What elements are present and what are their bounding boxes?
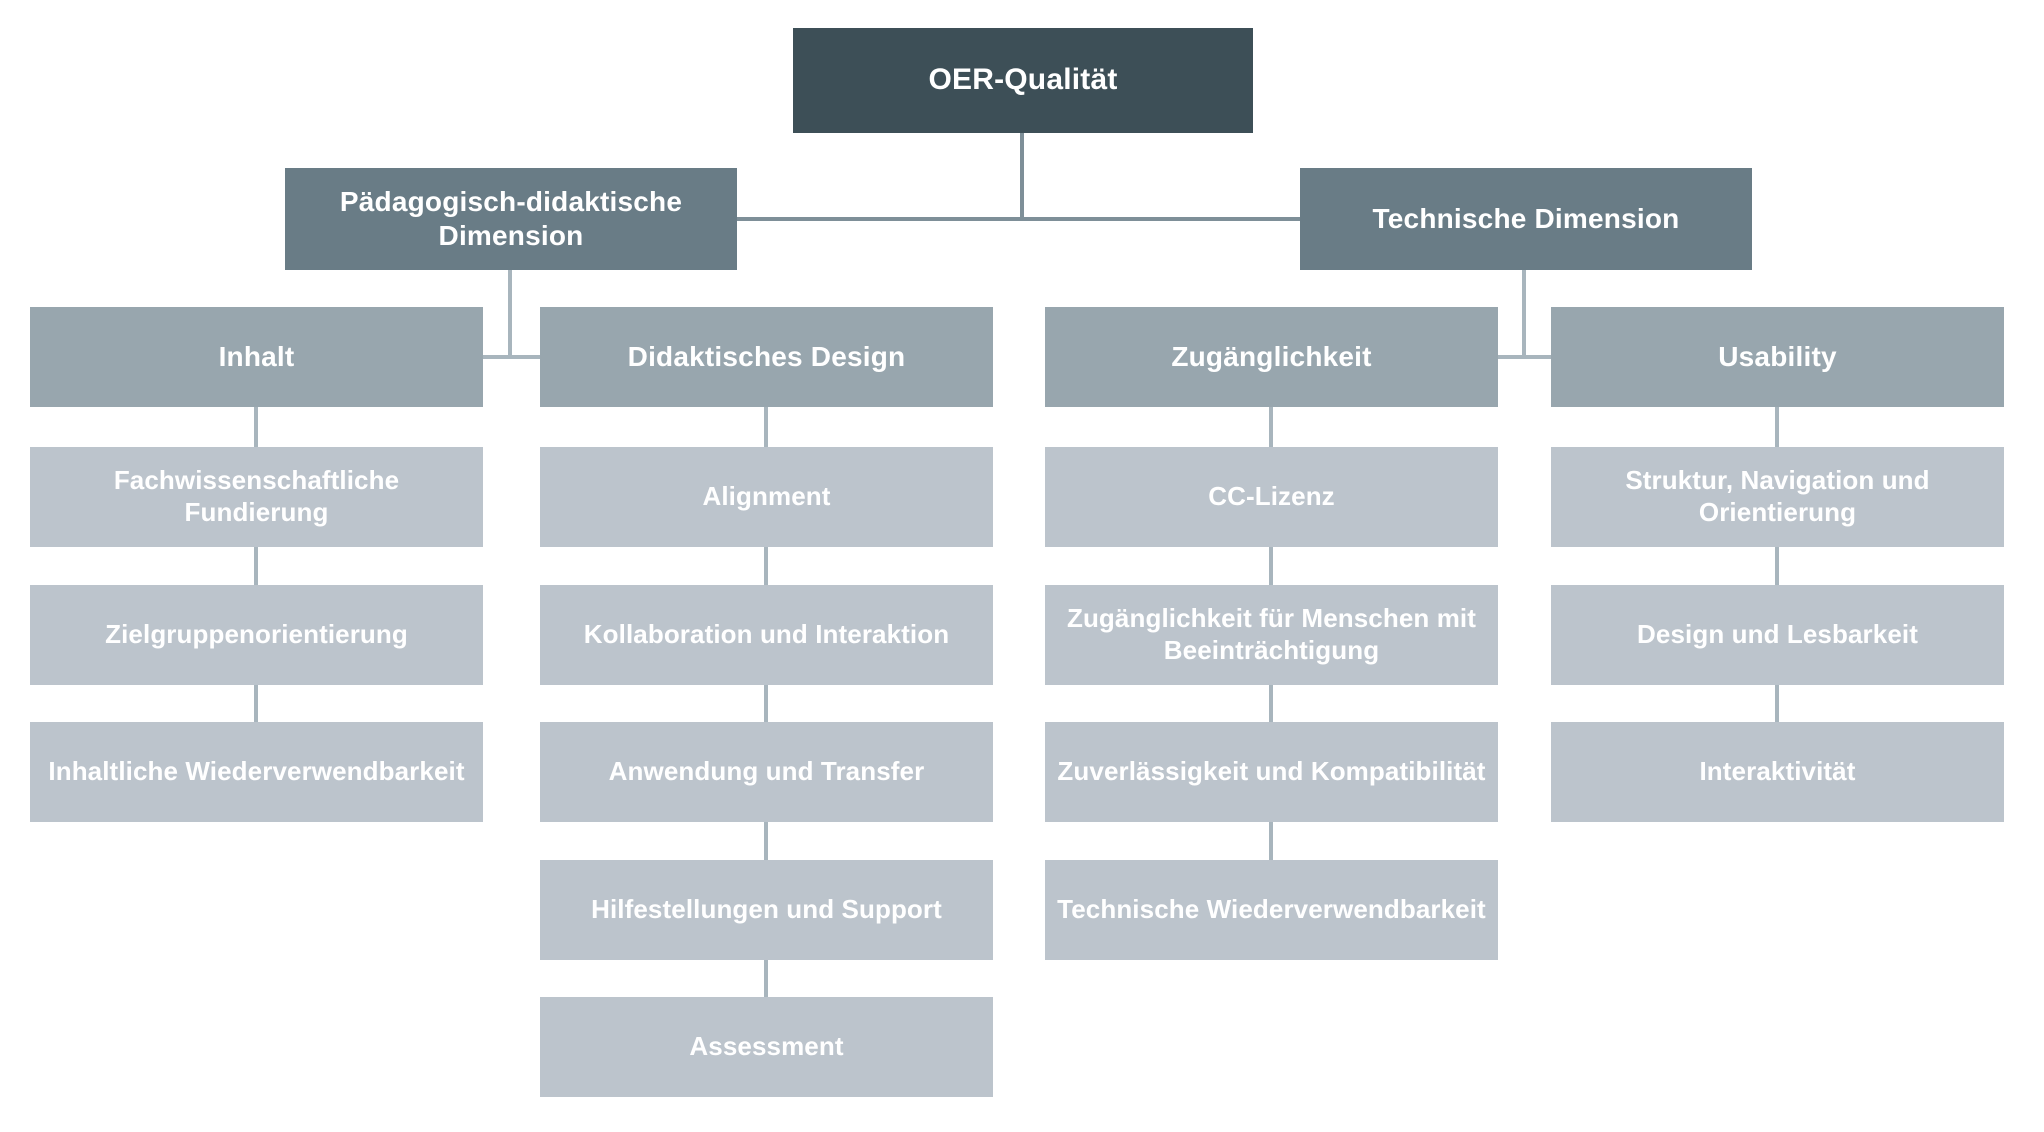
node-criterion-assessment[interactable]: Assessment [540, 997, 993, 1097]
node-criterion-interaktivitaet[interactable]: Interaktivität [1551, 722, 2004, 822]
connector-root-bus [737, 217, 1300, 221]
node-criterion-technische-wiederverwendbarkeit[interactable]: Technische Wiederverwendbarkeit [1045, 860, 1498, 960]
node-criterion-inhaltliche-wiederverwendbarkeit[interactable]: Inhaltliche Wiederverwendbarkeit [30, 722, 483, 822]
node-criterion-zuverlaessigkeit-und-kompatibilitaet[interactable]: Zuverlässigkeit und Kompatibilität [1045, 722, 1498, 822]
connector-col2-2 [764, 547, 768, 585]
node-root-oer-qualitaet[interactable]: OER-Qualität [793, 28, 1253, 133]
connector-col1-2 [254, 547, 258, 585]
connector-col3-3 [1269, 685, 1273, 722]
node-criterion-anwendung-und-transfer[interactable]: Anwendung und Transfer [540, 722, 993, 822]
node-category-didaktisches-design[interactable]: Didaktisches Design [540, 307, 993, 407]
connector-col2-1 [764, 407, 768, 447]
node-category-inhalt[interactable]: Inhalt [30, 307, 483, 407]
connector-technical-bus [1497, 355, 1551, 359]
connector-col2-3 [764, 685, 768, 722]
connector-col2-5 [764, 960, 768, 997]
connector-col2-4 [764, 822, 768, 860]
node-category-usability[interactable]: Usability [1551, 307, 2004, 407]
node-criterion-cc-lizenz[interactable]: CC-Lizenz [1045, 447, 1498, 547]
node-criterion-struktur-navigation-und-orientierung[interactable]: Struktur, Navigation und Orientierung [1551, 447, 2004, 547]
node-category-zugaenglichkeit[interactable]: Zugänglichkeit [1045, 307, 1498, 407]
node-criterion-hilfestellungen-und-support[interactable]: Hilfestellungen und Support [540, 860, 993, 960]
connector-col3-4 [1269, 822, 1273, 860]
node-criterion-zielgruppenorientierung[interactable]: Zielgruppenorientierung [30, 585, 483, 685]
node-criterion-kollaboration-und-interaktion[interactable]: Kollaboration und Interaktion [540, 585, 993, 685]
connector-col3-2 [1269, 547, 1273, 585]
connector-pedagogic-stem [508, 270, 512, 359]
node-criterion-design-und-lesbarkeit[interactable]: Design und Lesbarkeit [1551, 585, 2004, 685]
connector-col4-3 [1775, 685, 1779, 722]
connector-col4-1 [1775, 407, 1779, 447]
connector-col1-1 [254, 407, 258, 447]
connector-col1-3 [254, 685, 258, 722]
node-dimension-pedagogic-didactic[interactable]: Pädagogisch-didaktische Dimension [285, 168, 737, 270]
node-criterion-alignment[interactable]: Alignment [540, 447, 993, 547]
node-criterion-zugaenglichkeit-fuer-menschen-mit-beeintraechtigung[interactable]: Zugänglichkeit für Menschen mit Beeinträ… [1045, 585, 1498, 685]
connector-col4-2 [1775, 547, 1779, 585]
connector-pedagogic-bus [483, 355, 540, 359]
connector-technical-stem [1522, 270, 1526, 359]
connector-col3-1 [1269, 407, 1273, 447]
connector-root-stem [1020, 133, 1024, 219]
node-criterion-fachwissenschaftliche-fundierung[interactable]: Fachwissenschaftliche Fundierung [30, 447, 483, 547]
node-dimension-technical[interactable]: Technische Dimension [1300, 168, 1752, 270]
